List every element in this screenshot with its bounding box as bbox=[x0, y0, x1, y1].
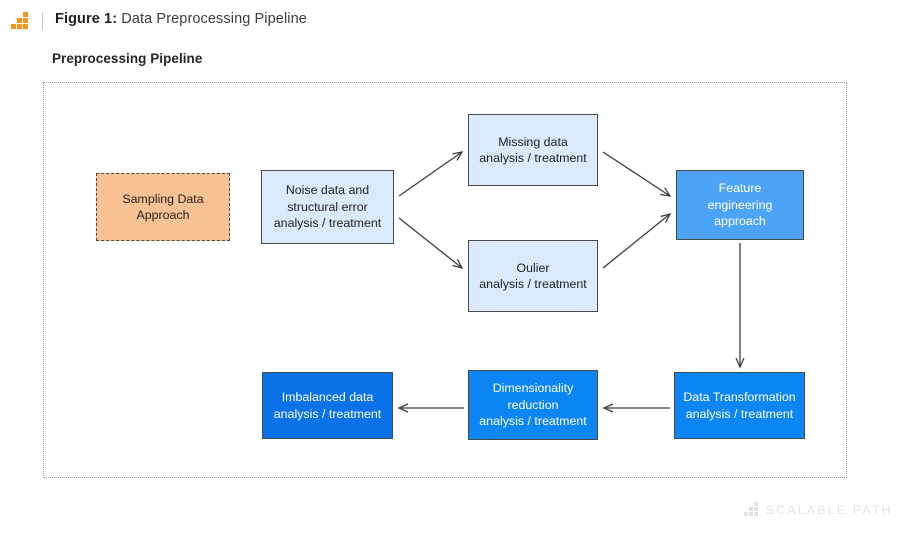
figure-title: Data Preprocessing Pipeline bbox=[117, 11, 307, 27]
pipeline-frame bbox=[43, 82, 847, 478]
figure-caption: Figure 1: Data Preprocessing Pipeline bbox=[55, 11, 307, 27]
node-missing-data-analysis[interactable]: Missing data analysis / treatment bbox=[468, 114, 598, 186]
node-imbalanced-data-analysis[interactable]: Imbalanced data analysis / treatment bbox=[262, 372, 393, 439]
watermark: SCALABLE PATH bbox=[744, 502, 893, 517]
node-dimensionality-reduction-analysis[interactable]: Dimensionality reduction analysis / trea… bbox=[468, 370, 598, 440]
scalable-path-logo-icon bbox=[11, 12, 31, 30]
figure-label: Figure 1: bbox=[55, 11, 118, 27]
watermark-logo-icon bbox=[744, 502, 759, 517]
header-divider bbox=[42, 12, 43, 30]
node-noise-data-structural-error[interactable]: Noise data and structural error analysis… bbox=[261, 170, 394, 244]
diagram-subtitle: Preprocessing Pipeline bbox=[52, 51, 203, 66]
watermark-text: SCALABLE PATH bbox=[766, 503, 893, 517]
node-oulier-analysis[interactable]: Oulier analysis / treatment bbox=[468, 240, 598, 312]
node-data-transformation-analysis[interactable]: Data Transformation analysis / treatment bbox=[674, 372, 805, 439]
node-sampling-data-approach[interactable]: Sampling Data Approach bbox=[96, 173, 230, 241]
figure-header: Figure 1: Data Preprocessing Pipeline bbox=[0, 0, 900, 44]
node-feature-engineering-approach[interactable]: Feature engineering approach bbox=[676, 170, 804, 240]
